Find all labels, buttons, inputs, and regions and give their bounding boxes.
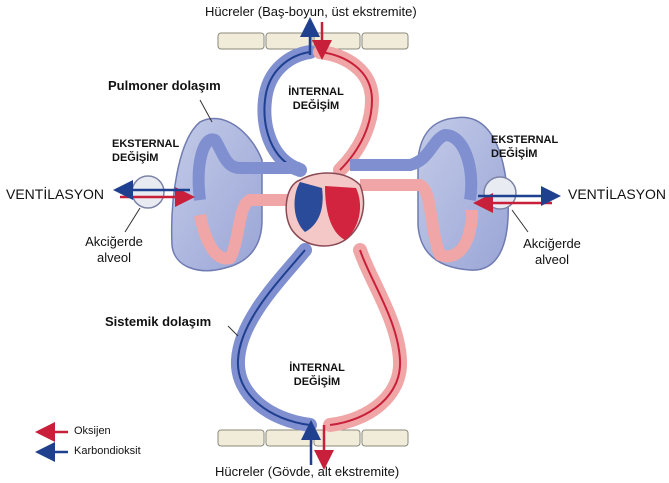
external-right-label: EKSTERNAL DEĞİŞİM	[491, 134, 558, 162]
ventilation-left-label: VENTİLASYON	[6, 186, 104, 202]
internal-top-label: İNTERNAL DEĞİŞİM	[286, 86, 346, 114]
external-left-line1: EKSTERNAL	[112, 138, 179, 152]
pulmonary-label: Pulmoner dolaşım	[108, 78, 221, 93]
systemic-pointer	[228, 326, 238, 336]
alveol-left-pointer	[125, 208, 140, 232]
alveol-right-line2: alveol	[512, 252, 592, 268]
heart	[286, 173, 363, 246]
bottom-cells-label: Hücreler (Gövde, alt ekstremite)	[215, 464, 399, 479]
alveol-right-pointer	[512, 210, 528, 232]
lower-loop-red	[330, 250, 400, 425]
lower-loop-blue	[238, 250, 310, 425]
alveol-right-line1: Akciğerde	[512, 236, 592, 252]
internal-top-line1: İNTERNAL	[286, 86, 346, 100]
internal-bottom-line2: DEĞİŞİM	[282, 376, 352, 390]
legend-oxygen-label: Oksijen	[74, 425, 111, 437]
external-left-label: EKSTERNAL DEĞİŞİM	[112, 138, 179, 166]
internal-top-line2: DEĞİŞİM	[286, 100, 346, 114]
alveol-left-line1: Akciğerde	[74, 234, 154, 250]
alveol-left-line2: alveol	[74, 250, 154, 266]
external-right-line1: EKSTERNAL	[491, 134, 558, 148]
top-cells-label: Hücreler (Baş-boyun, üst ekstremite)	[205, 4, 417, 19]
ventilation-right-label: VENTİLASYON	[568, 186, 666, 202]
left-alveolus	[132, 176, 164, 208]
external-right-line2: DEĞİŞİM	[491, 148, 558, 162]
external-left-line2: DEĞİŞİM	[112, 152, 179, 166]
legend-co2-label: Karbondioksit	[74, 445, 141, 457]
internal-bottom-label: İNTERNAL DEĞİŞİM	[282, 362, 352, 390]
systemic-label: Sistemik dolaşım	[105, 314, 211, 329]
alveol-left-label: Akciğerde alveol	[74, 234, 154, 267]
internal-bottom-line1: İNTERNAL	[282, 362, 352, 376]
bottom-cells-row	[218, 430, 408, 446]
alveol-right-label: Akciğerde alveol	[512, 236, 592, 269]
